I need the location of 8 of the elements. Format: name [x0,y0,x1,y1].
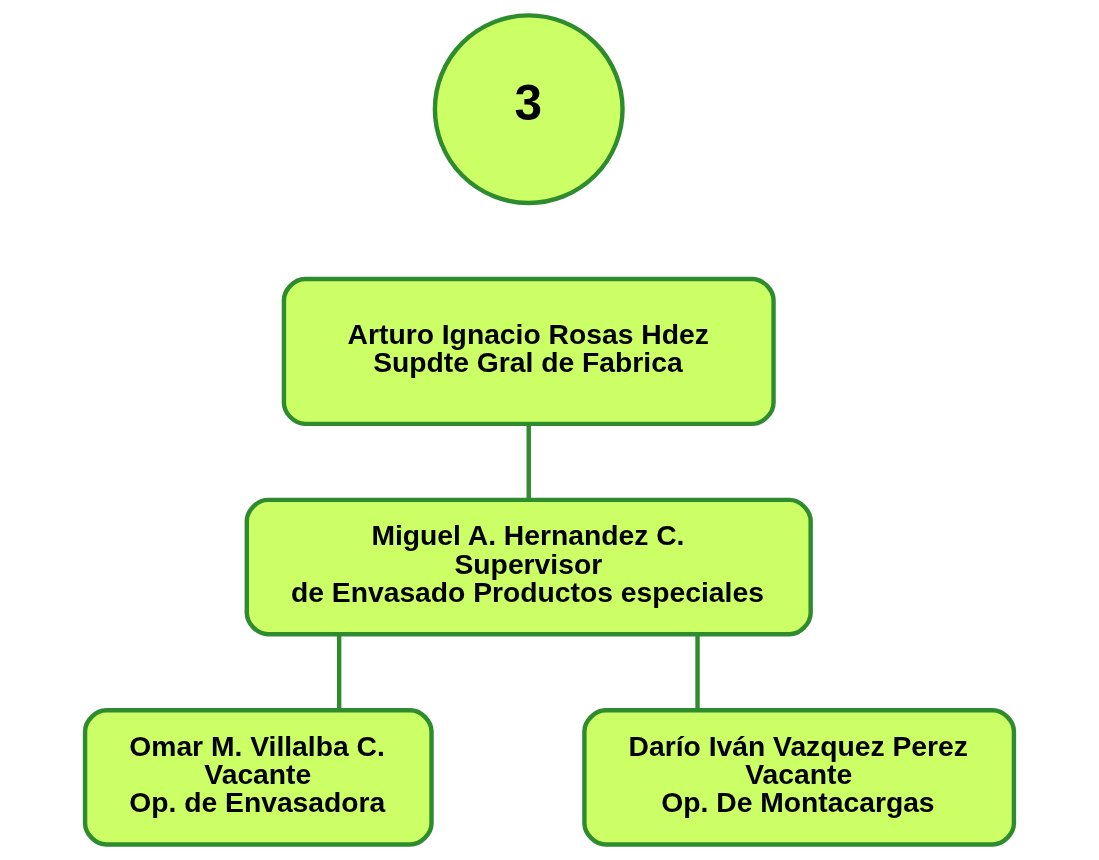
node-box: Omar M. Villalba C. Vacante Op. de Envasadora [82,708,434,847]
node-box: Darío Iván Vazquez Perez Vacante Op. De Montacargas [582,708,1017,847]
node-box: Miguel A. Hernandez C. Supervisor de Envasado Productos especiales [244,497,813,637]
connector [336,634,342,710]
connector [526,424,531,500]
node-box: Arturo Ignacio Rosas Hdez Supdte Gral de Fabrica [281,276,776,427]
connector [695,634,700,710]
node-circle: 3 [432,13,625,206]
